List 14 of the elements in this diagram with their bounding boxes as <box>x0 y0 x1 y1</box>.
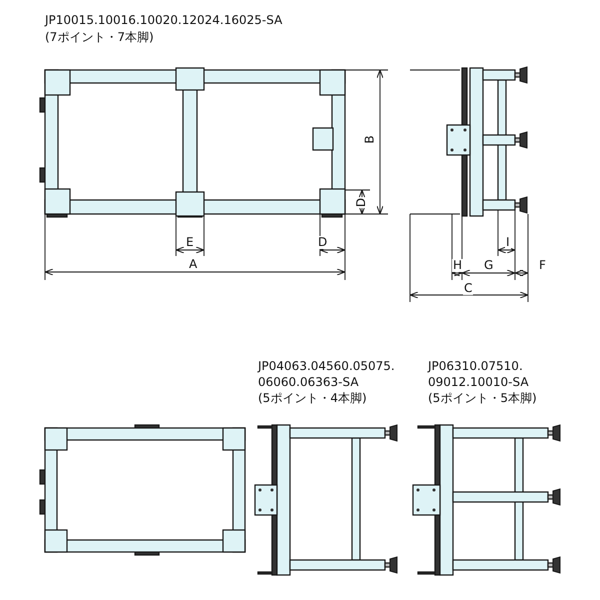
dimension-label: I <box>505 236 511 249</box>
dimension-label: D <box>317 236 328 249</box>
model-number-heading: JP04063.04560.05075. 06060.06363-SA <box>258 358 396 390</box>
dimension-label: C <box>463 282 474 295</box>
leg-count-note: (5ポイント・5本脚) <box>428 390 537 406</box>
model-number-heading: JP10015.10016.10020.12024.16025-SA <box>45 12 282 28</box>
dimension-label: G <box>483 259 494 272</box>
dimension-label: H <box>452 259 464 272</box>
leg-count-note: (5ポイント・4本脚) <box>258 390 367 406</box>
dimension-label: E <box>185 236 195 249</box>
model-number-heading: JP06310.07510. 09012.10010-SA <box>428 358 530 390</box>
leg-count-note: (7ポイント・7本脚) <box>45 29 154 45</box>
dimension-label: A <box>188 258 198 271</box>
dimension-label: F <box>538 259 547 272</box>
